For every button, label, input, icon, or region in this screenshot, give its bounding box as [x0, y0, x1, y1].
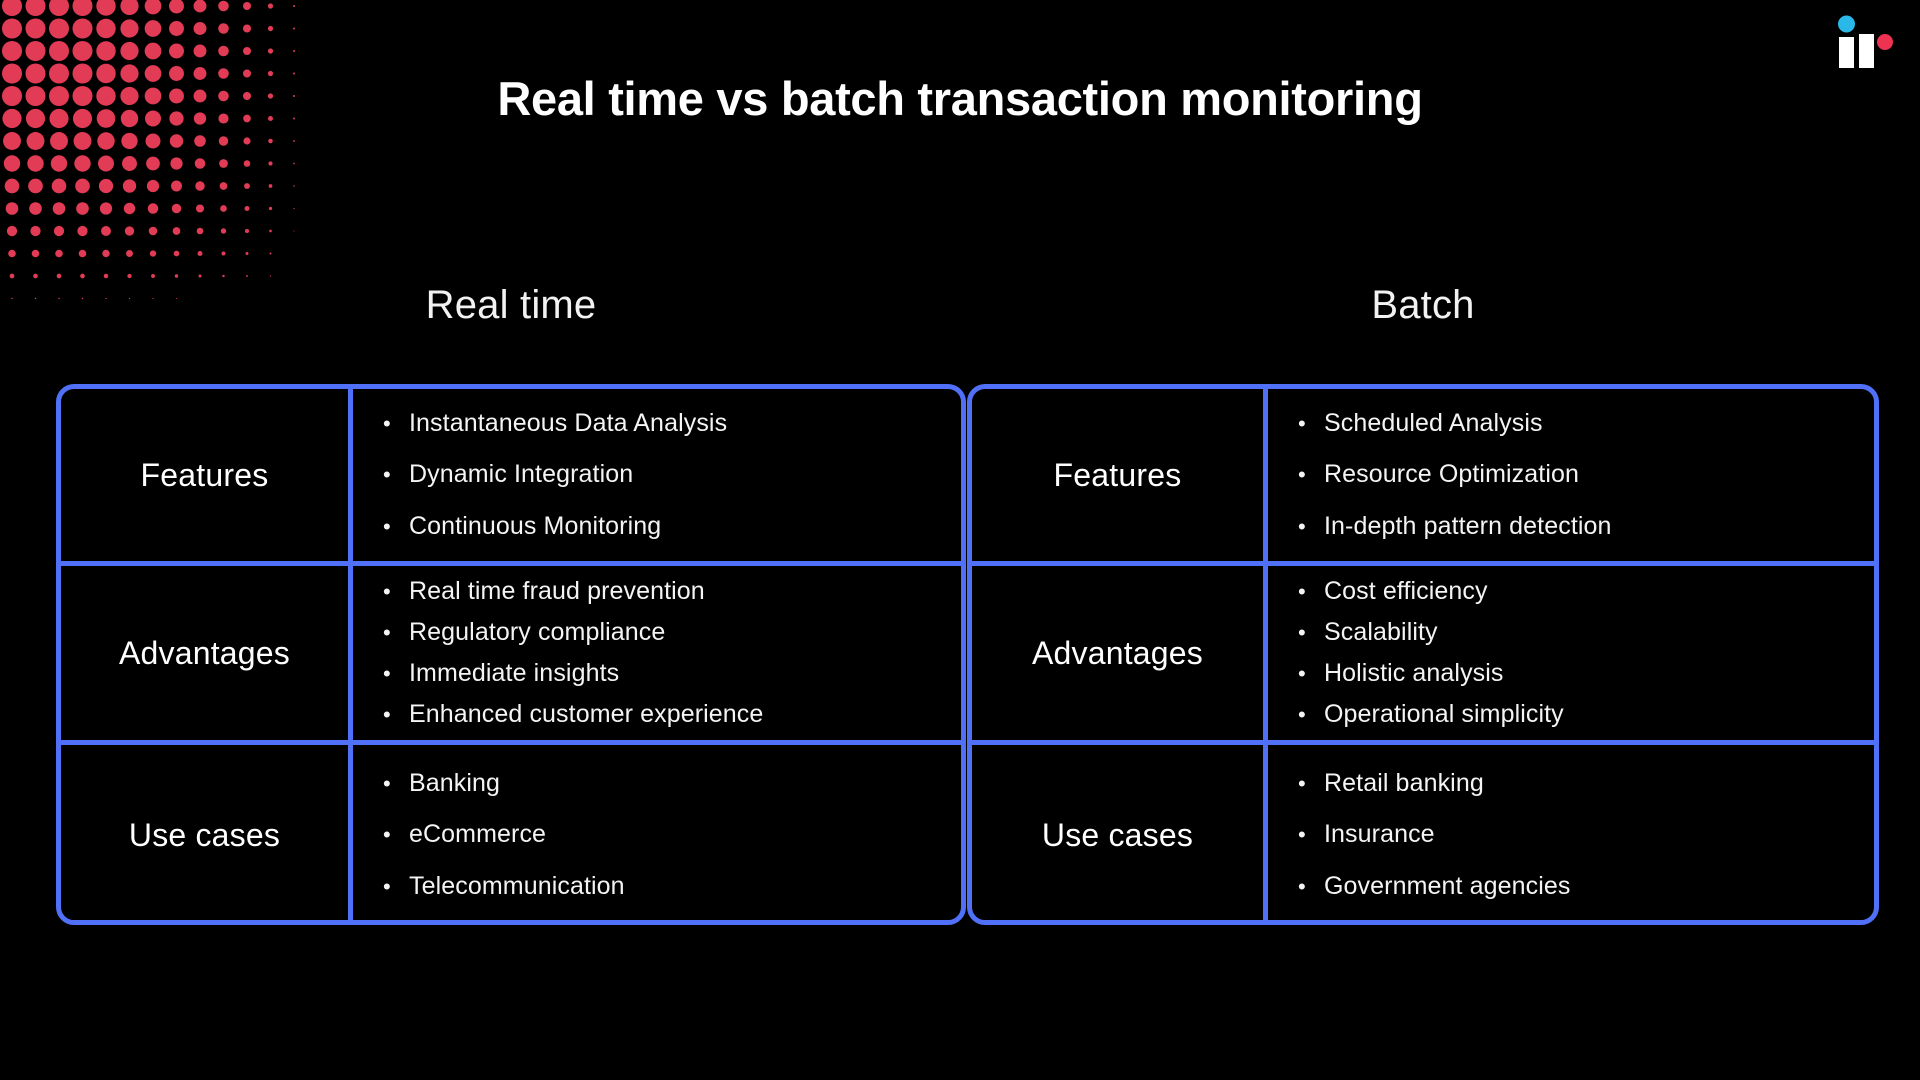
- bullet-icon: •: [383, 702, 391, 728]
- list-item: • Cost efficiency: [1298, 576, 1848, 607]
- list-item: • Instantaneous Data Analysis: [383, 408, 935, 439]
- halftone-decoration: [2, 0, 295, 300]
- list-item: • Operational simplicity: [1298, 699, 1848, 730]
- row-label-use-cases: Use cases: [61, 745, 353, 925]
- bullet-icon: •: [383, 822, 391, 848]
- logo-bar-right: [1859, 34, 1874, 68]
- list-item: • In-depth pattern detection: [1298, 511, 1848, 542]
- list-item-label: Resource Optimization: [1324, 460, 1579, 489]
- table-row: Features • Scheduled Analysis • Resource…: [972, 389, 1874, 566]
- list-item-label: Dynamic Integration: [409, 460, 634, 489]
- bullet-icon: •: [383, 873, 391, 899]
- bullet-icon: •: [1298, 513, 1306, 539]
- list-item-label: Banking: [409, 769, 501, 798]
- list-item-label: Real time fraud prevention: [409, 576, 705, 605]
- comparison-table-real-time: Features • Instantaneous Data Analysis •…: [56, 384, 966, 925]
- bullet-icon: •: [383, 411, 391, 437]
- list-item-label: Operational simplicity: [1324, 700, 1564, 729]
- row-items-advantages: • Cost efficiency • Scalability • Holist…: [1268, 566, 1874, 740]
- column-header-real-time: Real time: [425, 283, 597, 327]
- bullet-icon: •: [1298, 702, 1306, 728]
- table-row: Advantages • Cost efficiency • Scalabili…: [972, 566, 1874, 745]
- list-item-label: Regulatory compliance: [409, 617, 666, 646]
- table-row: Use cases • Banking • eCommerce • Teleco…: [61, 745, 961, 925]
- row-label-features: Features: [972, 389, 1268, 561]
- row-label-features: Features: [61, 389, 353, 561]
- bullet-icon: •: [1298, 873, 1306, 899]
- row-label-advantages: Advantages: [972, 566, 1268, 740]
- list-item-label: Continuous Monitoring: [409, 511, 662, 540]
- list-item: • Enhanced customer experience: [383, 699, 935, 730]
- logo-red-dot: [1877, 34, 1893, 50]
- brand-logo: [1838, 15, 1893, 68]
- bullet-icon: •: [1298, 661, 1306, 686]
- list-item: • Retail banking: [1298, 768, 1848, 799]
- bullet-icon: •: [1298, 822, 1306, 848]
- list-item-label: Instantaneous Data Analysis: [409, 409, 728, 438]
- list-item: • Real time fraud prevention: [383, 576, 935, 607]
- bullet-icon: •: [383, 619, 391, 645]
- list-item: • Resource Optimization: [1298, 459, 1848, 490]
- list-item: • Telecommunication: [383, 871, 935, 902]
- list-item-label: Government agencies: [1324, 871, 1571, 900]
- table-row: Features • Instantaneous Data Analysis •…: [61, 389, 961, 566]
- logo-cyan-dot: [1838, 15, 1855, 33]
- bullet-icon: •: [383, 771, 391, 797]
- list-item-label: In-depth pattern detection: [1324, 511, 1612, 540]
- list-item: • Regulatory compliance: [383, 617, 935, 648]
- bullet-icon: •: [383, 513, 391, 539]
- comparison-table-batch: Features • Scheduled Analysis • Resource…: [967, 384, 1879, 925]
- row-label-advantages: Advantages: [61, 566, 353, 740]
- page-title: Real time vs batch transaction monitorin…: [497, 72, 1423, 125]
- list-item-label: Scheduled Analysis: [1324, 409, 1543, 438]
- list-item-label: Telecommunication: [409, 871, 625, 900]
- bullet-icon: •: [383, 661, 391, 686]
- bullet-icon: •: [1298, 619, 1306, 645]
- list-item-label: Insurance: [1324, 820, 1435, 849]
- list-item: • Continuous Monitoring: [383, 511, 935, 542]
- row-items-advantages: • Real time fraud prevention • Regulator…: [353, 566, 961, 740]
- bullet-icon: •: [383, 462, 391, 488]
- bullet-icon: •: [383, 578, 391, 604]
- list-item: • Scheduled Analysis: [1298, 408, 1848, 439]
- list-item: • Government agencies: [1298, 871, 1848, 902]
- list-item-label: Enhanced customer experience: [409, 700, 764, 729]
- list-item-label: Retail banking: [1324, 769, 1484, 798]
- list-item: • Dynamic Integration: [383, 459, 935, 490]
- list-item: • eCommerce: [383, 819, 935, 850]
- list-item-label: Scalability: [1324, 617, 1438, 646]
- bullet-icon: •: [1298, 411, 1306, 437]
- row-items-use-cases: • Banking • eCommerce • Telecommunicatio…: [353, 745, 961, 925]
- logo-bar-left: [1839, 37, 1854, 68]
- table-row: Advantages • Real time fraud prevention …: [61, 566, 961, 745]
- row-items-use-cases: • Retail banking • Insurance • Governmen…: [1268, 745, 1874, 925]
- list-item: • Holistic analysis: [1298, 658, 1848, 689]
- list-item-label: Holistic analysis: [1324, 659, 1504, 687]
- row-items-features: • Scheduled Analysis • Resource Optimiza…: [1268, 389, 1874, 561]
- list-item: • Scalability: [1298, 617, 1848, 648]
- bullet-icon: •: [1298, 771, 1306, 797]
- list-item: • Banking: [383, 768, 935, 799]
- list-item-label: Immediate insights: [409, 659, 620, 687]
- list-item: • Insurance: [1298, 819, 1848, 850]
- column-header-batch: Batch: [1371, 283, 1475, 327]
- table-row: Use cases • Retail banking • Insurance •…: [972, 745, 1874, 925]
- list-item-label: Cost efficiency: [1324, 576, 1488, 605]
- row-items-features: • Instantaneous Data Analysis • Dynamic …: [353, 389, 961, 561]
- bullet-icon: •: [1298, 578, 1306, 604]
- row-label-use-cases: Use cases: [972, 745, 1268, 925]
- bullet-icon: •: [1298, 462, 1306, 488]
- list-item: • Immediate insights: [383, 658, 935, 689]
- list-item-label: eCommerce: [409, 820, 547, 849]
